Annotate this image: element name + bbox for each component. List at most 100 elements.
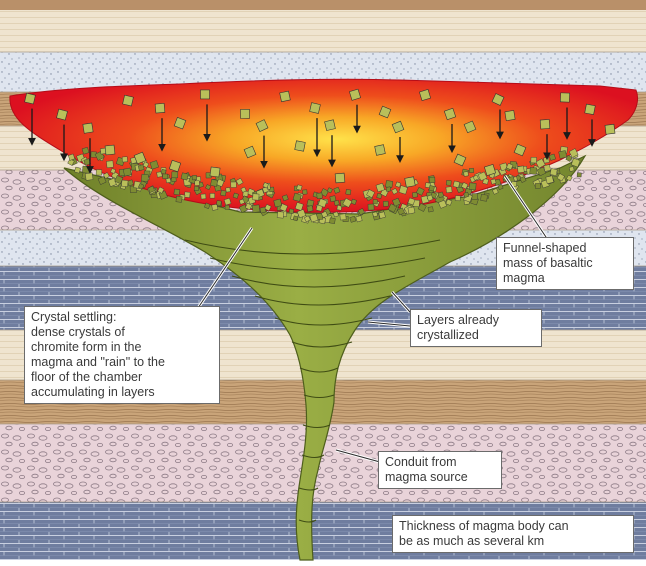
crystal-grain <box>309 213 319 223</box>
crystal-grain <box>232 192 239 199</box>
crystal-grain <box>137 164 145 171</box>
crystal-grain <box>147 185 155 193</box>
crystal-square <box>378 105 392 119</box>
crystal-grain <box>417 202 427 212</box>
stratum-sandstone-upper <box>0 10 646 52</box>
crystal-grain <box>332 211 339 218</box>
crystal-square <box>324 119 336 131</box>
crystal-square <box>200 89 210 100</box>
crystal-grain <box>165 177 172 184</box>
crystal-grain <box>321 211 328 218</box>
crystal-square <box>133 151 147 165</box>
crystal-grain <box>114 175 124 185</box>
crystal-grain <box>355 215 363 223</box>
crystal-grain <box>157 186 165 194</box>
crystal-grain <box>171 171 179 179</box>
crystal-grain <box>437 191 445 199</box>
crystal-square <box>56 108 68 121</box>
crystal-square <box>539 119 551 130</box>
crystal-grain <box>519 176 527 183</box>
crystal-grain <box>545 175 554 184</box>
crystal-square <box>604 123 616 135</box>
crystal-grain <box>549 168 558 176</box>
bottom-margin <box>0 560 646 566</box>
label-conduit-line-2: magma source <box>385 470 468 484</box>
label-thickness-line-1: Thickness of magma body can <box>399 519 569 533</box>
crystal-grain <box>82 165 90 174</box>
crystal-grain <box>558 150 567 159</box>
crystal-grain <box>296 209 307 219</box>
crystal-grain <box>336 205 343 211</box>
label-crystal-settling: Crystal settling: dense crystals of chro… <box>24 306 220 404</box>
label-settling-line-1: Crystal settling: <box>31 310 117 324</box>
crystal-square <box>491 93 505 106</box>
crystal-square <box>334 172 346 184</box>
settling-arrows <box>28 104 596 174</box>
crystal-grain <box>492 188 499 195</box>
stratum-top-brown <box>0 0 646 10</box>
crystal-grain <box>452 180 461 188</box>
crystal-grain <box>204 202 211 210</box>
crystal-grain <box>490 178 497 185</box>
crystal-grain <box>438 199 447 209</box>
crystal-grain <box>471 193 479 200</box>
crystal-grain <box>262 186 269 194</box>
crystal-grain <box>566 174 573 182</box>
crystal-grain <box>245 202 253 211</box>
label-layers-line-1: Layers already <box>417 313 499 327</box>
crystal-grain <box>121 156 128 163</box>
crystal-grain <box>427 206 434 213</box>
crystal-square <box>154 103 166 114</box>
crystal-grain <box>252 193 260 201</box>
crystal-square <box>279 90 291 103</box>
crystal-square <box>391 120 405 134</box>
crystal-grain <box>407 206 416 215</box>
crystal-grain <box>320 188 329 197</box>
crystal-square <box>463 120 477 134</box>
crystal-grain <box>230 181 237 188</box>
crystal-square <box>24 92 36 105</box>
crystal-grain <box>378 211 386 219</box>
crystal-grain <box>137 183 145 190</box>
crystal-grain <box>375 182 385 193</box>
crystal-square <box>560 92 570 103</box>
crystal-grain <box>398 185 408 195</box>
crystal-grain <box>74 166 81 174</box>
crystal-grain <box>333 186 341 194</box>
crystal-grain <box>216 200 222 206</box>
label-settling-line-2: dense crystals of <box>31 325 125 339</box>
label-funnel-shaped-mass: Funnel-shaped mass of basaltic magma <box>496 237 634 290</box>
label-settling-line-4: magma and "rain" to the <box>31 355 165 369</box>
crystal-grain <box>385 186 392 192</box>
pointer-lines-dark <box>197 175 549 463</box>
crystal-square <box>404 176 416 188</box>
crystal-grain <box>224 204 230 210</box>
crystal-grain <box>568 166 575 172</box>
crystal-grain <box>530 156 537 164</box>
crystal-grain <box>205 184 212 191</box>
crystal-grain <box>349 215 357 223</box>
crystal-square <box>209 166 221 178</box>
crystal-grain <box>445 198 453 206</box>
label-layers-line-2: crystallized <box>417 328 479 342</box>
crystal-grain <box>463 191 470 198</box>
crystal-square <box>374 144 386 156</box>
crystal-grain <box>407 197 416 206</box>
crystal-grain <box>184 191 191 198</box>
crystal-grain <box>296 184 303 191</box>
crystal-grain <box>445 180 452 186</box>
crystal-square <box>294 140 306 152</box>
crystal-grain <box>316 192 323 199</box>
crystal-square <box>168 159 182 173</box>
crystal-grain <box>193 185 200 191</box>
falling-crystals <box>24 88 616 188</box>
crystal-grain <box>461 182 469 190</box>
crystal-grain <box>110 168 116 174</box>
crystal-square <box>484 164 496 176</box>
crystal-grain <box>426 194 434 202</box>
crystal-square <box>173 116 187 130</box>
crystal-grain <box>445 186 453 194</box>
crystal-square <box>513 143 527 157</box>
crystal-accumulation <box>67 146 582 225</box>
crystal-grain <box>366 189 376 199</box>
